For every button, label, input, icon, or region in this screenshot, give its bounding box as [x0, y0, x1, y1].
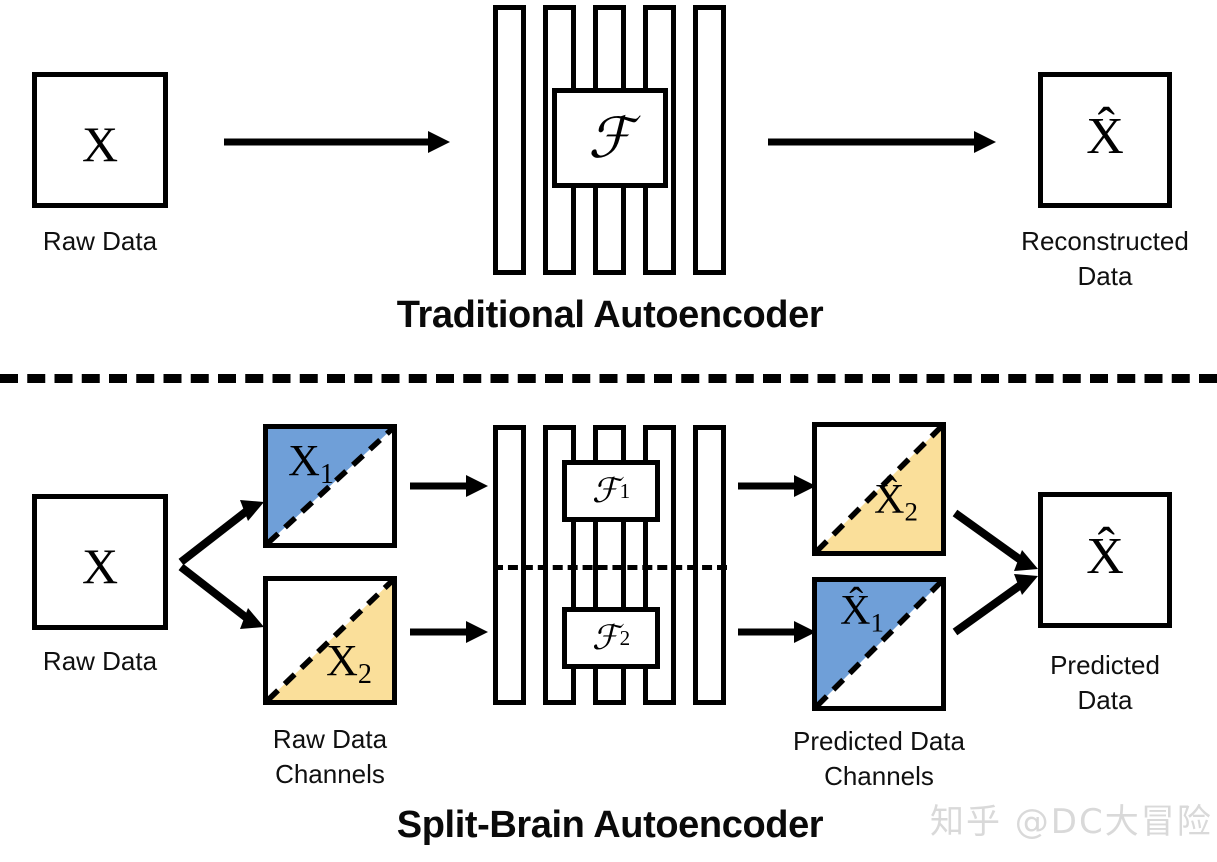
top-output-symbol: X̂: [1086, 108, 1124, 165]
arrow-channel-x1-to-network: [410, 475, 488, 497]
arrow-network-to-predicted-x2: [738, 475, 816, 497]
branch-f2-label: ℱ: [591, 620, 619, 657]
channel-box-x2: X2: [263, 576, 397, 705]
channel-x1-diagonal: [268, 429, 392, 543]
bottom-input-symbol: X: [81, 538, 119, 594]
top-output-box: X̂: [1038, 72, 1172, 208]
top-input-box: X: [32, 72, 168, 208]
predicted-x1-base: X̂: [840, 588, 871, 634]
predicted-x1-fill: [817, 582, 941, 706]
channel-x2-base: X: [326, 636, 358, 685]
predicted-x1-diagonal: [817, 582, 941, 706]
bottom-input-box: X: [32, 494, 168, 630]
top-output-caption: Reconstructed Data: [1021, 226, 1189, 291]
channel-box-x1: X1: [263, 424, 397, 548]
network-split-divider: [493, 565, 727, 570]
arrow-x-to-channel-x1: [178, 500, 264, 566]
arrow-x-to-channel-x2: [178, 563, 264, 629]
predicted-data-channels-caption: Predicted Data Channels: [793, 726, 965, 791]
raw-data-channels-caption: Raw Data Channels: [272, 724, 388, 789]
arrow-channel-x2-to-network: [410, 621, 488, 643]
top-network-bar-1: [493, 5, 526, 275]
bottom-input-caption: Raw Data: [42, 646, 158, 676]
arrow-predicted-x1-to-output: [952, 574, 1038, 636]
watermark: 知乎 @DC大冒险: [930, 802, 1213, 842]
arrow-input-to-network: [224, 131, 450, 153]
predicted-box-x2: X̂2: [812, 422, 946, 556]
channel-x1-subscript: 1: [319, 458, 334, 490]
predicted-x1-symbol: X̂1: [817, 588, 941, 638]
predicted-box-x1: X̂1: [812, 577, 946, 711]
channel-x2-subscript: 2: [357, 658, 372, 690]
predicted-x2-subscript: 2: [904, 496, 918, 527]
branch-f1-subscript: 1: [619, 478, 631, 503]
predicted-x2-fill: [817, 427, 941, 551]
arrow-network-to-predicted-x1: [738, 621, 816, 643]
arrow-network-to-output: [768, 131, 996, 153]
top-network-bar-5: [693, 5, 726, 275]
top-panel-title: Traditional Autoencoder: [396, 294, 824, 336]
branch-f2-subscript: 2: [619, 625, 631, 650]
arrow-predicted-x2-to-output: [952, 509, 1038, 571]
branch-f1-label: ℱ: [591, 473, 619, 510]
top-input-caption: Raw Data: [42, 226, 158, 256]
predicted-x2-symbol: X̂2: [851, 479, 941, 525]
predicted-x1-subscript: 1: [870, 607, 884, 638]
top-latent-box: ℱ: [552, 88, 668, 188]
predicted-x2-base: X̂: [874, 477, 905, 523]
top-latent-label: ℱ: [587, 107, 633, 170]
panel-divider: [0, 374, 1217, 383]
top-input-symbol: X: [81, 116, 119, 172]
bottom-output-caption: Predicted Data: [1050, 650, 1160, 715]
bottom-panel-title: Split-Brain Autoencoder: [396, 804, 824, 846]
predicted-x2-diagonal: [817, 427, 941, 551]
channel-x2-symbol: X2: [306, 639, 392, 689]
channel-x2-diagonal: [268, 581, 392, 700]
channel-x1-base: X: [288, 436, 320, 485]
bottom-output-box: X̂: [1038, 492, 1172, 628]
channel-x1-symbol: X1: [268, 436, 392, 490]
bottom-output-symbol: X̂: [1086, 528, 1124, 585]
